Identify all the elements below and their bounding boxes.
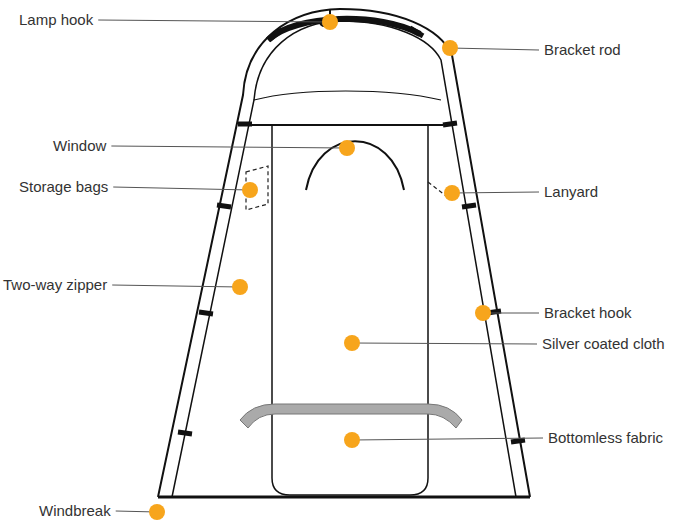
- leader-line: [113, 187, 250, 190]
- part-label: Windbreak: [38, 502, 112, 520]
- leader-line: [452, 192, 539, 193]
- callout-dot: [444, 185, 460, 201]
- part-label: Lanyard: [543, 183, 599, 201]
- callout-dot: [242, 182, 258, 198]
- leader-line: [483, 313, 539, 314]
- part-label: Two-way zipper: [2, 276, 108, 294]
- tent-frame: [158, 9, 530, 497]
- callout-dot: [149, 504, 165, 520]
- part-label: Bracket hook: [543, 304, 633, 322]
- callout-dot: [232, 279, 248, 295]
- callout-dot: [344, 335, 360, 351]
- part-label: Bottomless fabric: [547, 429, 664, 447]
- callout-dot: [322, 14, 338, 30]
- part-label: Lamp hook: [18, 11, 94, 29]
- callout-dot: [339, 140, 355, 156]
- floor-band: [240, 404, 462, 428]
- callout-dot: [344, 432, 360, 448]
- leader-line: [352, 438, 543, 440]
- leader-line: [352, 343, 537, 344]
- leader-line: [111, 146, 347, 148]
- part-label: Bracket rod: [543, 41, 622, 59]
- leader-line: [98, 20, 330, 22]
- part-label: Storage bags: [18, 178, 109, 196]
- leader-line: [450, 48, 539, 50]
- part-label: Window: [52, 137, 107, 155]
- part-label: Silver coated cloth: [541, 335, 666, 353]
- pole-ticks: [178, 28, 525, 442]
- leader-line: [112, 285, 240, 287]
- callout-dot: [442, 40, 458, 56]
- callout-dot: [475, 305, 491, 321]
- lanyard-line: [428, 182, 446, 196]
